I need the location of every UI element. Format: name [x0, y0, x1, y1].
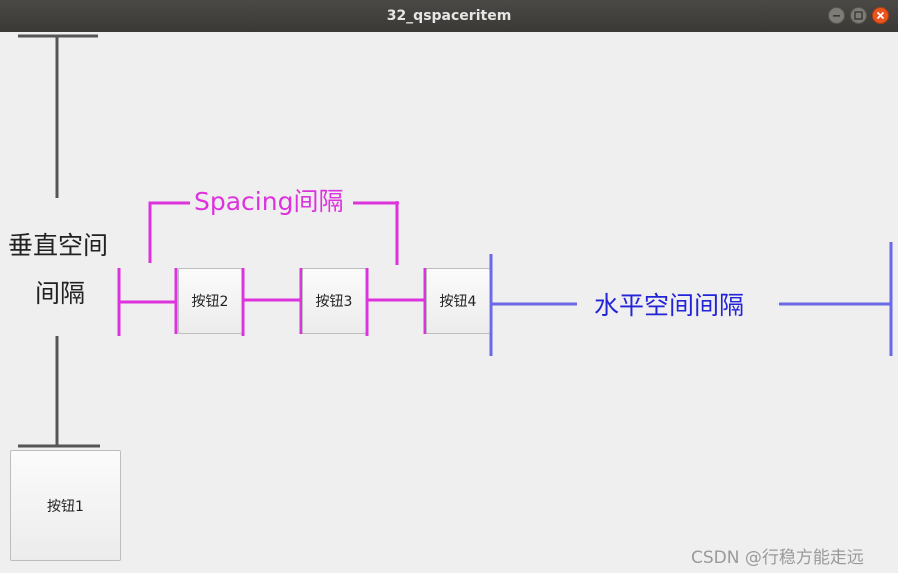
button-3[interactable]: 按钮3 [302, 268, 366, 334]
horizontal-spacer-marker [489, 242, 893, 356]
vertical-spacer-marker [18, 34, 100, 448]
maximize-button[interactable] [850, 7, 867, 24]
maximize-icon [854, 11, 863, 20]
spacing-label: Spacing间隔 [194, 187, 344, 216]
button-1[interactable]: 按钮1 [10, 450, 121, 561]
watermark: CSDN @行稳方能走远 [691, 548, 864, 568]
title-bar: 32_qspaceritem [0, 0, 898, 32]
minimize-icon [833, 15, 840, 17]
horizontal-spacing-label: 水平空间间隔 [594, 291, 745, 320]
vertical-spacing-label-line1: 垂直空间 [8, 231, 109, 260]
vertical-spacing-label-line2: 间隔 [35, 279, 86, 308]
spacing-bracket [117, 201, 427, 336]
window-title: 32_qspaceritem [386, 8, 512, 24]
close-button[interactable] [872, 7, 889, 24]
close-icon [876, 11, 885, 20]
button-2[interactable]: 按钮2 [178, 268, 242, 334]
button-4[interactable]: 按钮4 [426, 268, 490, 334]
minimize-button[interactable] [828, 7, 845, 24]
